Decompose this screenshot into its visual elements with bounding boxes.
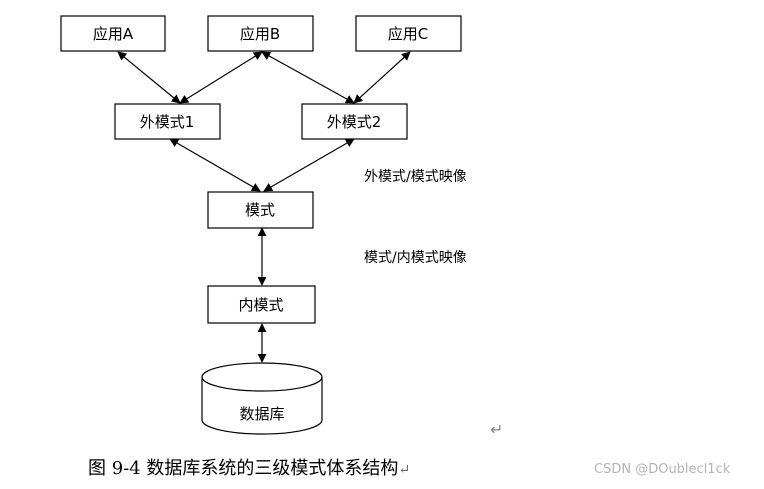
caption-return-mark: ↵ [398, 462, 411, 478]
node-external-schema-2-label: 外模式2 [327, 113, 382, 131]
edge-ext2-schema [263, 138, 355, 192]
node-internal-schema: 内模式 [207, 285, 316, 324]
edges [117, 51, 411, 363]
figure-caption: 图 9-4 数据库系统的三级模式体系结构↵ [88, 454, 410, 480]
node-app-b-label: 应用B [240, 25, 280, 43]
node-schema-label: 模式 [245, 201, 275, 219]
node-app-b: 应用B [207, 15, 314, 52]
node-internal-schema-label: 内模式 [238, 296, 283, 314]
edge-appA-ext1 [117, 51, 181, 104]
edge-ext1-schema [169, 138, 261, 192]
node-app-a: 应用A [60, 15, 166, 52]
edge-appC-ext2 [353, 51, 411, 104]
mapping-label-schema-internal: 模式/内模式映像 [364, 250, 467, 266]
node-app-c: 应用C [355, 15, 462, 52]
node-app-a-label: 应用A [93, 25, 134, 43]
node-database-label: 数据库 [239, 405, 284, 423]
paragraph-mark: ↵ [490, 420, 504, 439]
node-external-schema-1: 外模式1 [114, 103, 221, 140]
node-external-schema-1-label: 外模式1 [140, 113, 195, 131]
node-external-schema-2: 外模式2 [301, 103, 408, 140]
mapping-label-external-schema: 外模式/模式映像 [364, 169, 467, 185]
node-schema: 模式 [207, 191, 314, 229]
edge-appB-ext2 [261, 51, 355, 104]
node-app-c-label: 应用C [388, 25, 428, 43]
watermark: CSDN @DOublecl1ck [594, 462, 731, 477]
figure-caption-text: 图 9-4 数据库系统的三级模式体系结构 [88, 458, 399, 479]
edge-appB-ext1 [179, 51, 263, 104]
node-database: 数据库 [201, 362, 323, 435]
